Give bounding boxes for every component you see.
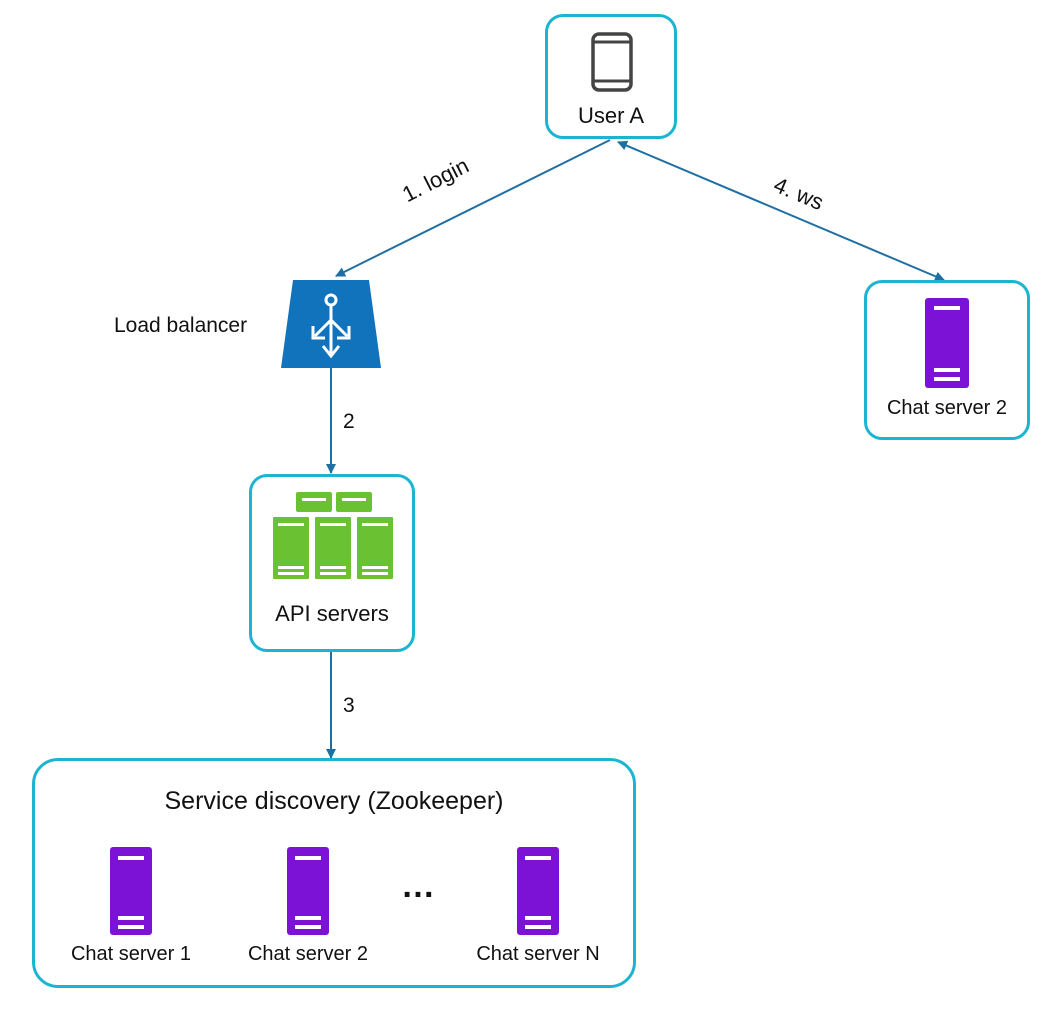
load-balancer-label: Load balancer xyxy=(114,314,248,337)
chat-server-n-label: Chat server N xyxy=(476,943,600,965)
chat-server-2-node[interactable]: Chat server 2 xyxy=(864,280,1030,440)
mobile-phone-icon xyxy=(591,32,633,92)
ellipsis: … xyxy=(401,867,435,905)
service-discovery-node[interactable]: Service discovery (Zookeeper) Chat serve… xyxy=(32,758,636,988)
edge-label-2: 2 xyxy=(343,410,355,433)
server-icon xyxy=(287,847,329,935)
load-balancer-icon[interactable] xyxy=(281,280,381,368)
edge-ws xyxy=(617,140,945,282)
server-cluster-icon xyxy=(272,492,395,580)
api-servers-node[interactable]: API servers xyxy=(249,474,415,652)
chat-server-2-sd-label: Chat server 2 xyxy=(247,943,369,965)
api-servers-label: API servers xyxy=(275,601,389,626)
chat-server-1-label: Chat server 1 xyxy=(70,943,192,965)
user-a-node[interactable]: User A xyxy=(545,14,677,139)
service-discovery-title: Service discovery (Zookeeper) xyxy=(164,787,504,815)
edge-login xyxy=(335,139,611,277)
edge-label-3: 3 xyxy=(343,694,355,717)
user-a-label: User A xyxy=(577,103,645,128)
server-icon xyxy=(925,298,969,388)
server-icon xyxy=(110,847,152,935)
chat-server-2-label: Chat server 2 xyxy=(886,397,1008,419)
server-icon xyxy=(517,847,559,935)
